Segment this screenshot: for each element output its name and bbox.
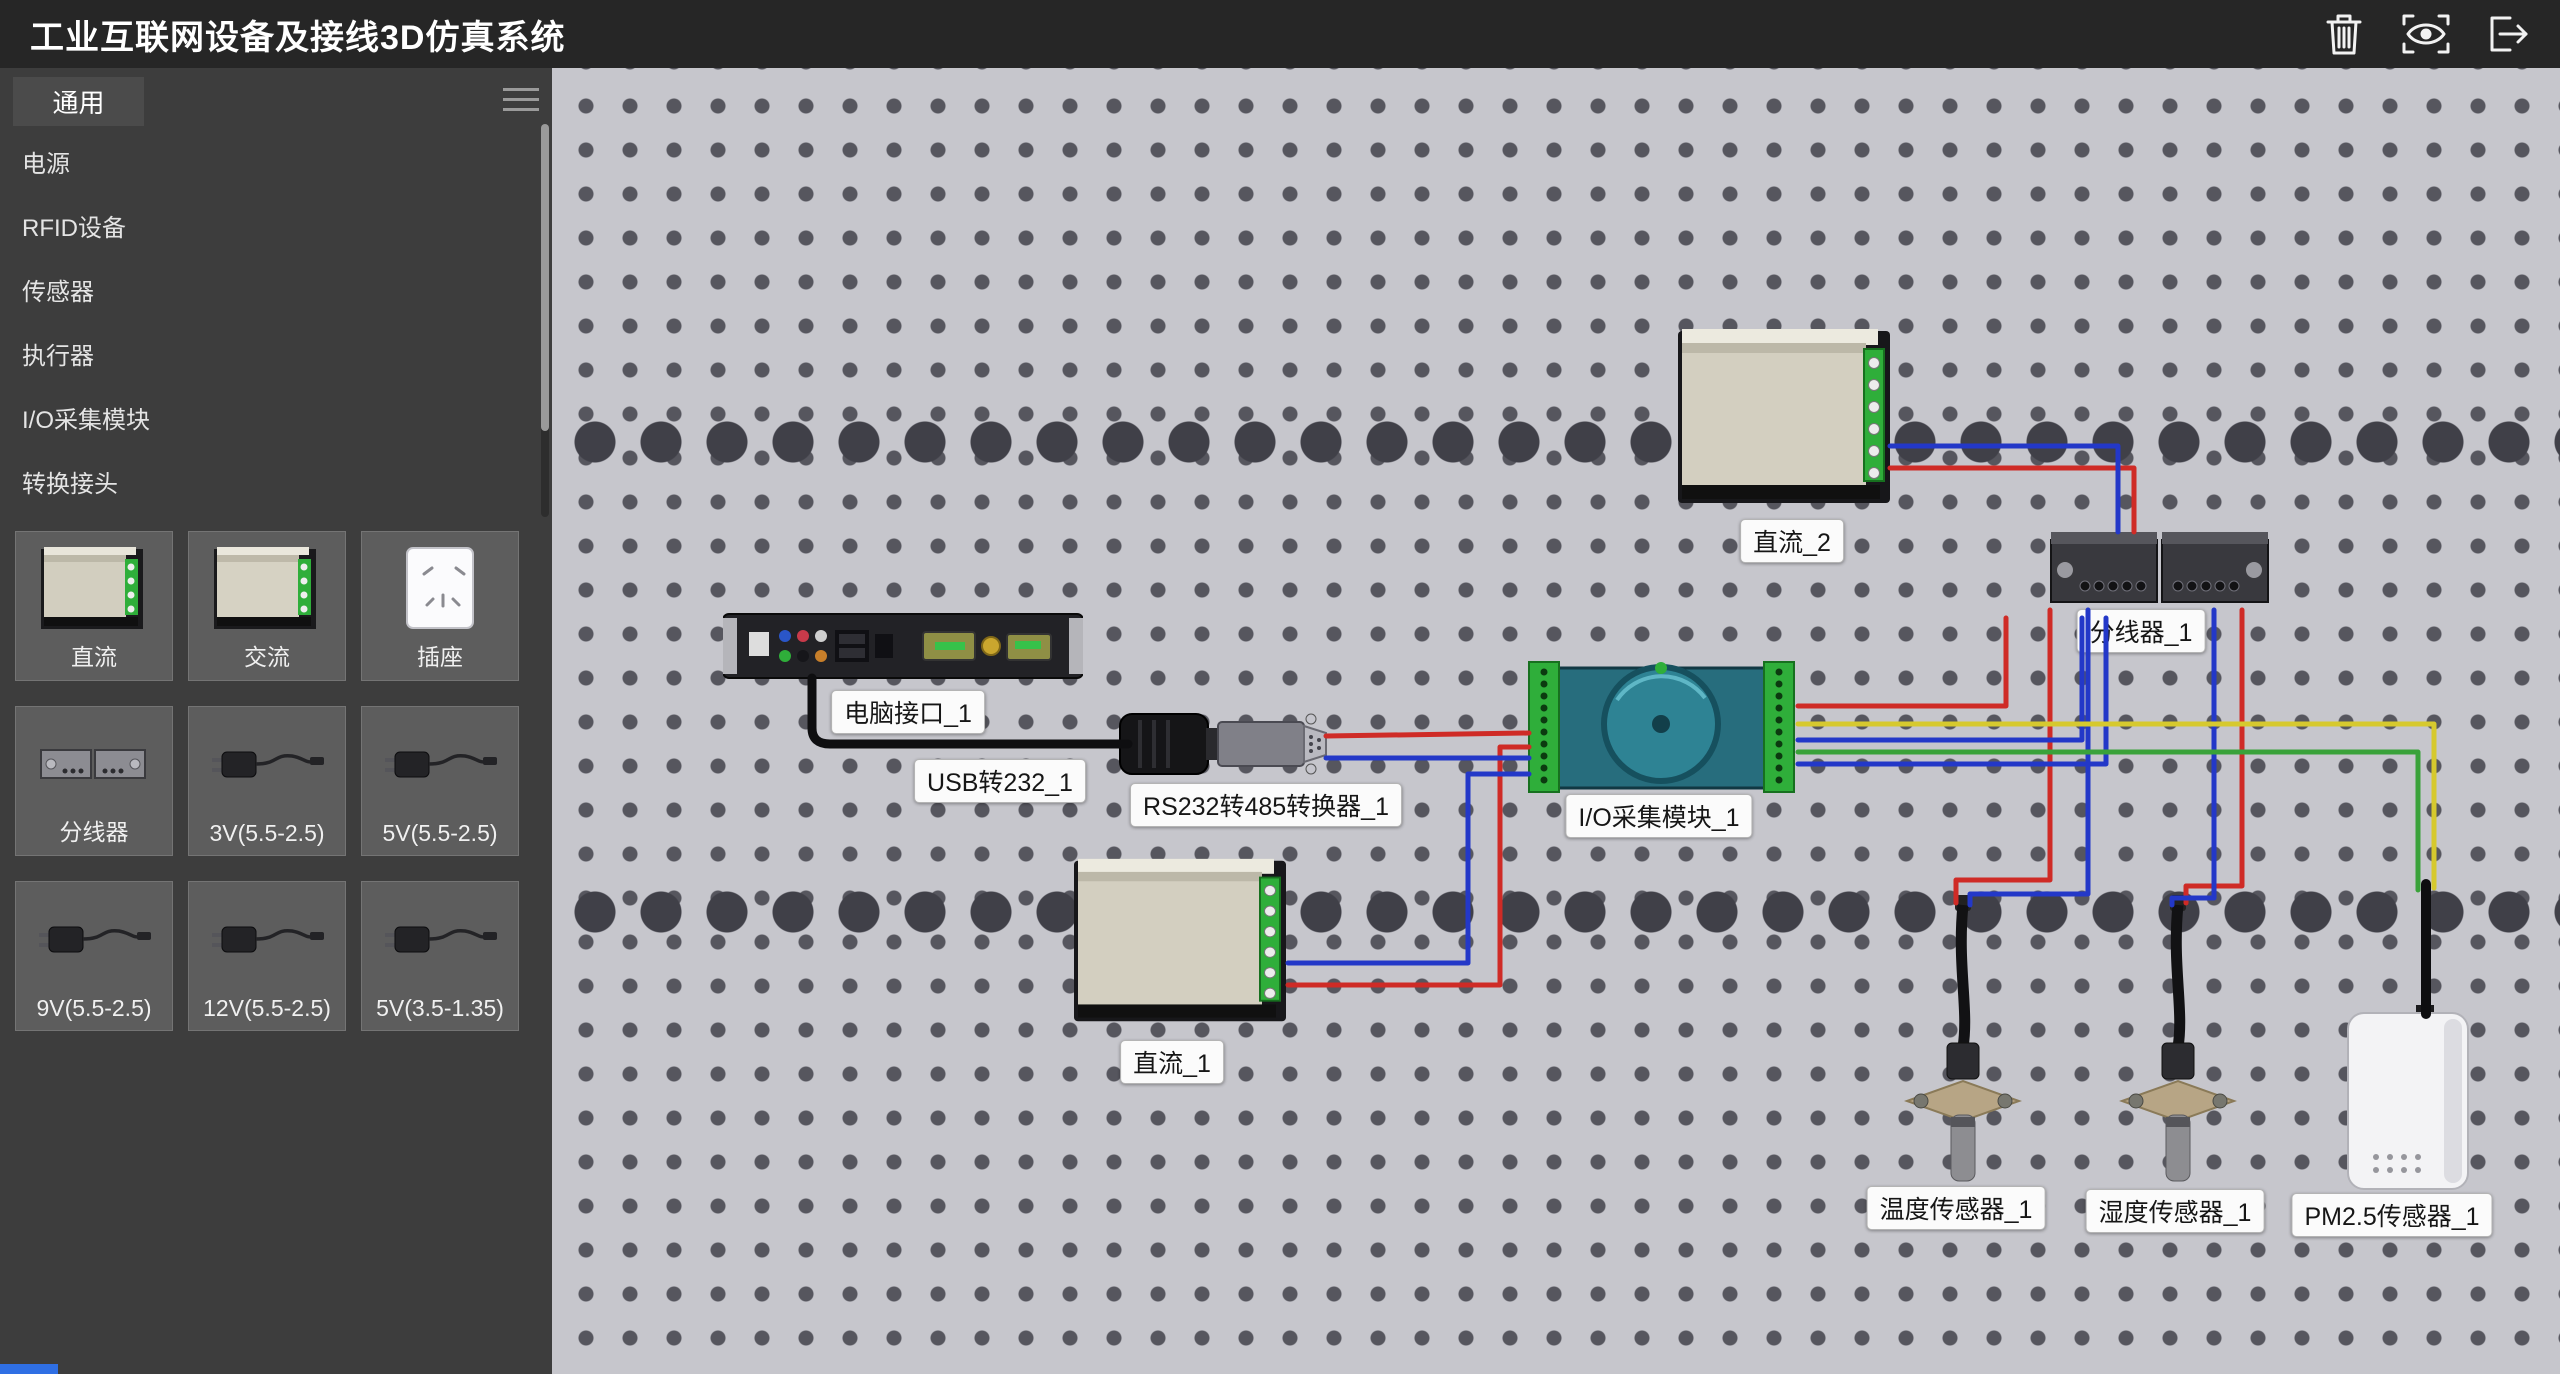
card-ac[interactable]: 交流 — [188, 531, 346, 681]
splitter-thumbnail-icon — [16, 713, 172, 815]
card-9v-adapter[interactable]: 9V(5.5-2.5) — [15, 881, 173, 1031]
sidebar-item-io-module[interactable]: I/O采集模块 — [22, 407, 151, 434]
label-usb232: USB转232_1 — [914, 759, 1086, 803]
label-io-module: I/O采集模块_1 — [1565, 794, 1753, 838]
card-socket[interactable]: 插座 — [361, 531, 519, 681]
hamburger-menu-icon[interactable] — [503, 88, 539, 114]
label-splitter1: 分线器_1 — [2076, 609, 2206, 653]
label-humidity-sensor: 湿度传感器_1 — [2085, 1189, 2265, 1233]
bottom-left-accent — [0, 1364, 58, 1374]
device-rs232-485-converter-1[interactable] — [1118, 706, 1330, 787]
sidebar-item-sensor[interactable]: 传感器 — [22, 279, 94, 306]
device-pc-interface-1[interactable] — [722, 610, 1084, 687]
sidebar-item-actuator[interactable]: 执行器 — [22, 343, 94, 370]
titlebar: 工业互联网设备及接线3D仿真系统 — [0, 0, 2560, 68]
device-dc-power-2[interactable] — [1674, 327, 1894, 512]
device-splitter-1[interactable] — [2049, 526, 2270, 615]
socket-thumbnail-icon — [362, 538, 518, 640]
card-5v-small-adapter[interactable]: 5V(3.5-1.35) — [361, 881, 519, 1031]
adapter-thumbnail-icon — [189, 888, 345, 990]
view-icon[interactable] — [2400, 8, 2452, 60]
device-pm25-sensor-1[interactable] — [2346, 1005, 2470, 1196]
titlebar-actions — [2318, 8, 2534, 60]
card-5v-adapter[interactable]: 5V(5.5-2.5) — [361, 706, 519, 856]
adapter-thumbnail-icon — [189, 713, 345, 815]
adapter-thumbnail-icon — [362, 713, 518, 815]
sidebar-item-power[interactable]: 电源 — [22, 151, 70, 178]
device-temperature-sensor-1[interactable] — [1903, 895, 2023, 1195]
psu-thumbnail-icon — [189, 538, 345, 640]
adapter-thumbnail-icon — [362, 888, 518, 990]
label-pc-port: 电脑接口_1 — [831, 690, 985, 734]
tab-general[interactable]: 通用 — [13, 77, 144, 126]
sidebar-item-rfid[interactable]: RFID设备 — [22, 215, 126, 242]
device-dc-power-1[interactable] — [1070, 857, 1290, 1030]
label-pm25-sensor: PM2.5传感器_1 — [2291, 1193, 2493, 1237]
card-splitter[interactable]: 分线器 — [15, 706, 173, 856]
category-list: 电源 RFID设备 传感器 执行器 I/O采集模块 转换接头 — [0, 133, 540, 517]
label-rs485: RS232转485转换器_1 — [1130, 783, 1402, 827]
trash-icon[interactable] — [2318, 8, 2370, 60]
component-sidebar: 通用 电源 RFID设备 传感器 执行器 I/O采集模块 转换接头 直流 — [0, 68, 552, 1374]
label-dc1: 直流_1 — [1120, 1040, 1224, 1084]
pegboard-hole-row — [552, 890, 2560, 934]
device-humidity-sensor-1[interactable] — [2118, 895, 2238, 1195]
card-12v-adapter[interactable]: 12V(5.5-2.5) — [188, 881, 346, 1031]
sidebar-scrollbar-track[interactable] — [541, 124, 549, 517]
card-dc[interactable]: 直流 — [15, 531, 173, 681]
card-3v-adapter[interactable]: 3V(5.5-2.5) — [188, 706, 346, 856]
label-temp-sensor: 温度传感器_1 — [1866, 1186, 2046, 1230]
exit-icon[interactable] — [2482, 8, 2534, 60]
app-title: 工业互联网设备及接线3D仿真系统 — [30, 18, 566, 57]
sidebar-scrollbar-thumb[interactable] — [541, 124, 549, 431]
sidebar-item-adapter[interactable]: 转换接头 — [22, 471, 118, 498]
adapter-thumbnail-icon — [16, 888, 172, 990]
label-dc2: 直流_2 — [1740, 519, 1844, 563]
pegboard-hole-row — [552, 420, 2560, 464]
device-io-module-1[interactable] — [1527, 658, 1796, 800]
psu-thumbnail-icon — [16, 538, 172, 640]
